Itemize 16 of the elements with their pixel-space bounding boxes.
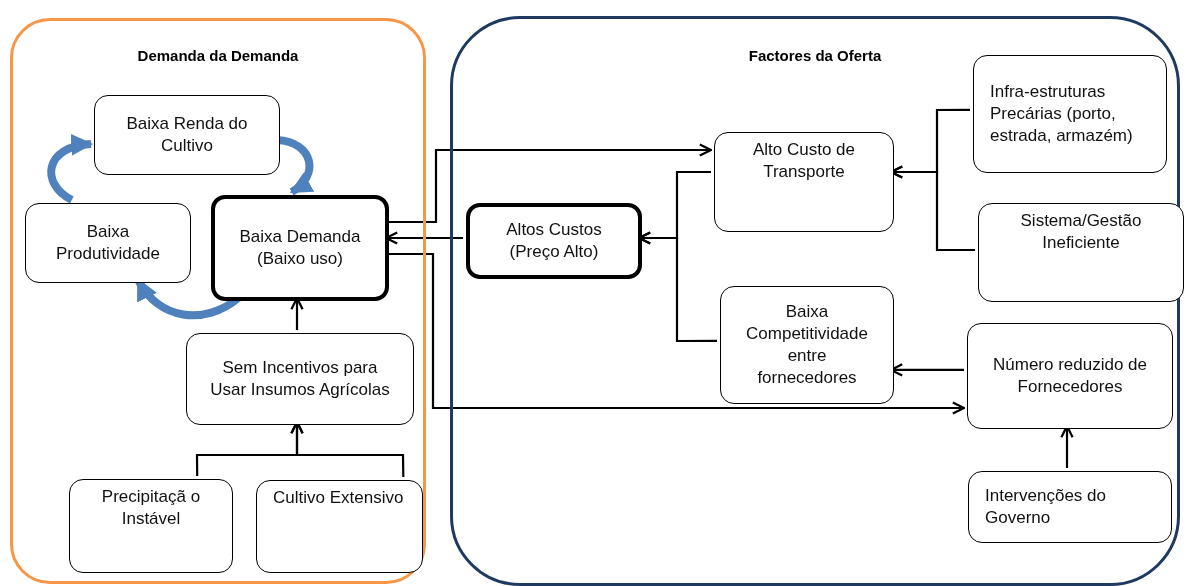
process-box: Sem Incentivos para Usar Insumos Agrícolas [186,333,414,425]
process-box: Altos Custos (Preço Alto) [466,203,642,279]
process-box: Sistema/Gestão Ineficiente [978,203,1184,302]
process-box: Intervenções do Governo [968,471,1172,543]
process-box: Número reduzido de Fornecedores [967,323,1173,429]
process-box: Baixa Produtividade [25,203,191,283]
panel-title: Factores da Oferta [747,47,883,64]
process-box: Cultivo Extensivo [256,480,423,573]
process-box: Baixa Competitividade entre fornecedores [720,286,894,404]
group-panel [10,18,426,584]
process-box: Infra-estruturas Precárias (porto, estrada, armazém) [973,55,1167,173]
process-box: Alto Custo de Transporte [714,132,894,232]
process-box: Precipitaçã o Instável [69,479,233,573]
process-box: Baixa Renda do Cultivo [94,95,280,175]
process-box: Baixa Demanda (Baixo uso) [211,195,389,301]
panel-title: Demanda da Demanda [136,47,300,64]
